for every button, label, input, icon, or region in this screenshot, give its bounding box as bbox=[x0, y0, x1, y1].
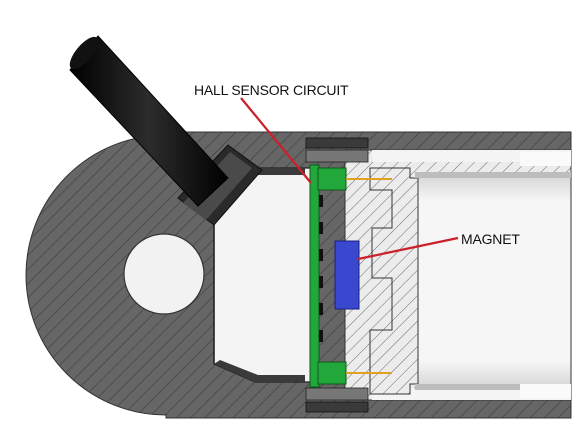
mounting-hole bbox=[123, 233, 205, 315]
magnet-leader-line bbox=[357, 236, 459, 261]
hall-sensor-leader-line bbox=[240, 97, 312, 184]
magnet-label: MAGNET bbox=[461, 231, 520, 247]
hall-sensor-circuit-label: HALL SENSOR CIRCUIT bbox=[194, 82, 349, 98]
magnet bbox=[334, 240, 360, 310]
magnet-holder bbox=[369, 152, 572, 398]
retaining-clips bbox=[305, 137, 369, 413]
cable bbox=[69, 35, 229, 207]
hall-sensor-board bbox=[309, 164, 392, 388]
